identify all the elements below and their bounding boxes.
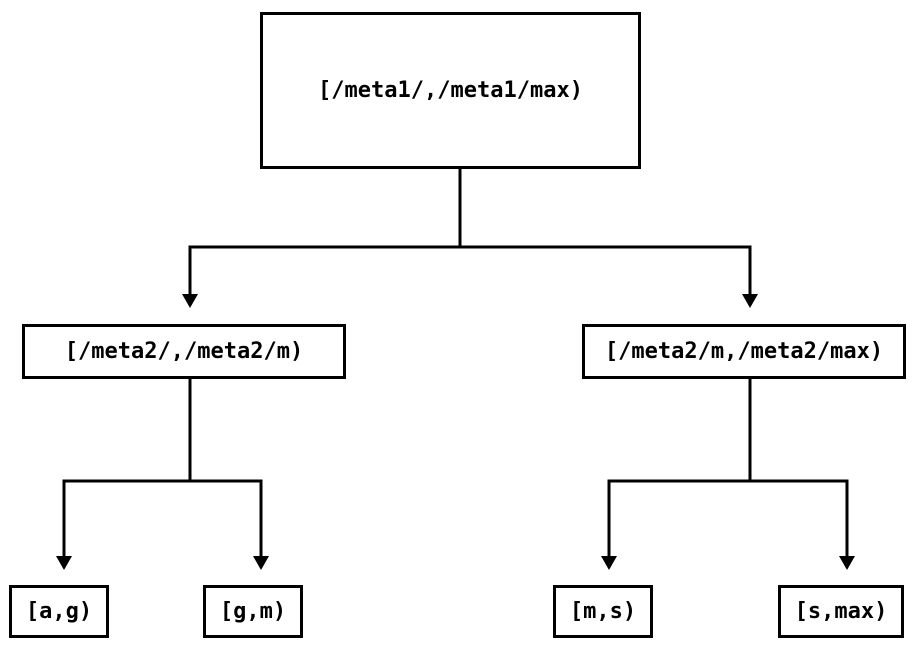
node-meta2-lower: [/meta2/,/meta2/m) [22, 324, 346, 379]
node-leaf-smax-label: [s,max) [794, 599, 888, 624]
node-leaf-ag: [a,g) [9, 585, 109, 638]
node-leaf-ms-label: [m,s) [569, 599, 637, 624]
node-leaf-ms: [m,s) [553, 585, 653, 638]
arrowhead-down-icon [253, 556, 269, 570]
edge-root-to-children [188, 245, 752, 297]
node-leaf-ag-label: [a,g) [25, 599, 93, 624]
node-meta2-upper-label: [/meta2/m,/meta2/max) [604, 339, 884, 364]
edge-right-to-leaves [607, 479, 849, 559]
node-meta2-lower-label: [/meta2/,/meta2/m) [64, 339, 304, 364]
arrowhead-down-icon [839, 556, 855, 570]
node-root: [/meta1/,/meta1/max) [260, 12, 641, 169]
arrowhead-down-icon [182, 294, 198, 308]
node-leaf-gm: [g,m) [203, 585, 303, 638]
node-meta2-upper: [/meta2/m,/meta2/max) [582, 324, 906, 379]
node-leaf-smax: [s,max) [778, 585, 904, 638]
arrowhead-down-icon [56, 556, 72, 570]
arrowhead-down-icon [742, 294, 758, 308]
edge-left-to-leaves [62, 479, 263, 559]
node-leaf-gm-label: [g,m) [219, 599, 287, 624]
node-root-label: [/meta1/,/meta1/max) [318, 78, 583, 103]
arrowhead-down-icon [601, 556, 617, 570]
